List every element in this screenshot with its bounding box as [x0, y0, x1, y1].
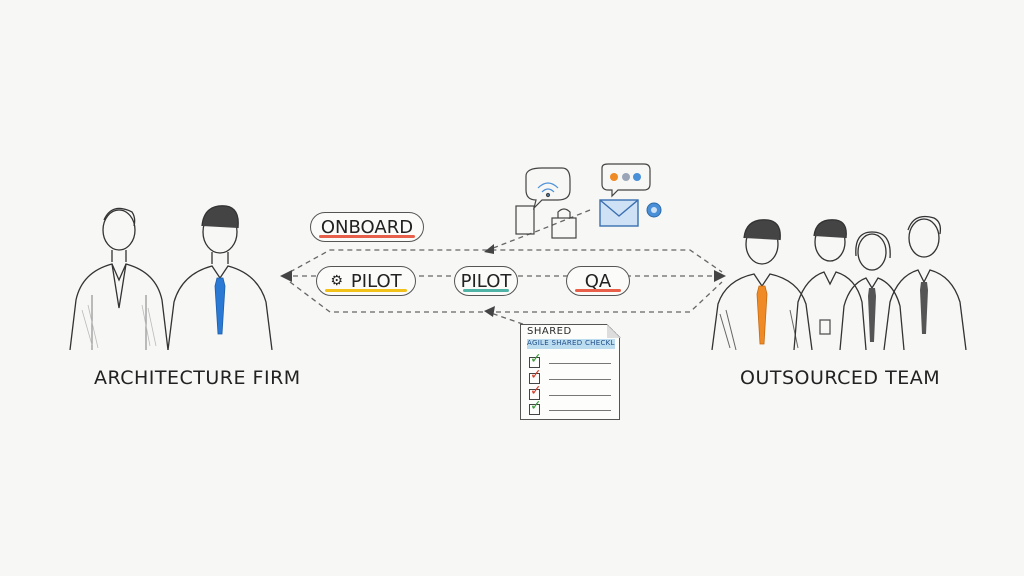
message-envelope-icon	[599, 163, 662, 227]
shared-doc-title: SHARED	[527, 326, 572, 337]
checklist-row: ✓	[529, 383, 615, 401]
checkbox	[529, 357, 540, 368]
checkmark-icon: ✓	[530, 398, 542, 414]
bottom-connector	[289, 281, 723, 313]
gear-icon: ⚙	[330, 273, 343, 289]
checklist-row: ✓	[529, 398, 615, 416]
person-left-2	[167, 205, 273, 350]
checklist-row: ✓	[529, 367, 615, 385]
comm-connector	[487, 209, 591, 251]
blue-tie	[214, 277, 226, 335]
checkmark-icon: ✓	[530, 367, 542, 383]
chat-dot-gray	[622, 173, 630, 181]
person-right-4	[883, 215, 967, 350]
person-right-3	[839, 231, 905, 350]
arrowhead-doc	[484, 306, 495, 317]
page-fold	[606, 323, 621, 338]
shared-doc-subtitle: AGILE SHARED CHECKLIST	[527, 339, 615, 349]
checkbox	[529, 373, 540, 384]
stage-onboard-underline	[319, 235, 415, 238]
arrowhead-comm	[484, 244, 494, 254]
checkbox	[529, 389, 540, 400]
stage-qa: QA	[566, 266, 630, 296]
architecture-firm-label: ARCHITECTURE FIRM	[94, 367, 301, 389]
stage-pilot-2: PILOT	[454, 266, 518, 296]
checkbox	[529, 404, 540, 415]
stage-qa-underline	[575, 289, 621, 292]
person-left-1	[69, 207, 169, 350]
stage-pilot-1-label: PILOT	[350, 270, 402, 292]
shared-checklist-document: SHARED AGILE SHARED CHECKLIST ✓ ✓ ✓ ✓	[520, 323, 621, 420]
checklist-line	[549, 379, 611, 380]
top-connector	[289, 249, 723, 273]
person-right-2	[793, 219, 867, 350]
stage-pilot-2-label: PILOT	[460, 270, 512, 292]
checkmark-icon: ✓	[530, 383, 542, 399]
checkmark-icon: ✓	[530, 351, 542, 367]
wifi-chat-icon	[515, 167, 577, 239]
stage-onboard-label: ONBOARD	[320, 216, 414, 238]
arrowhead-right	[714, 270, 726, 282]
chat-dot-orange	[610, 173, 618, 181]
outsourced-team-label: OUTSOURCED TEAM	[740, 367, 941, 389]
stage-onboard: ONBOARD	[310, 212, 424, 242]
checklist-line	[549, 395, 611, 396]
stage-qa-label: QA	[584, 270, 612, 292]
checklist-line	[549, 410, 611, 411]
checklist-row: ✓	[529, 351, 615, 369]
stage-pilot-1: ⚙ PILOT	[316, 266, 416, 296]
stage-pilot-1-underline	[325, 289, 407, 292]
arrowhead-left	[280, 270, 292, 282]
checklist-line	[549, 363, 611, 364]
stage-pilot-2-underline	[463, 289, 509, 292]
orange-tie	[756, 285, 768, 345]
chat-dot-blue	[633, 173, 641, 181]
person-right-1	[711, 219, 813, 350]
